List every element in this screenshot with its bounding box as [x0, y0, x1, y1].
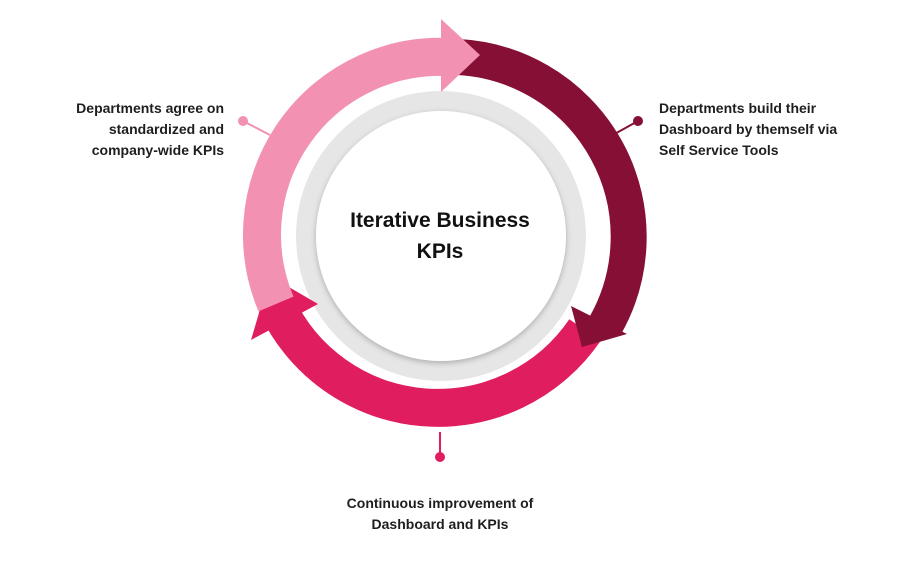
connector-bottom: [435, 432, 445, 462]
connector-right: [610, 116, 643, 137]
center-title: Iterative Business KPIs: [350, 209, 530, 263]
center-disk: [316, 111, 566, 361]
arc-left: [243, 19, 480, 312]
step-label-left: Departments agree on standardized and co…: [76, 100, 224, 158]
arc-right: [456, 39, 647, 347]
step-label-bottom: Continuous improvement of Dashboard and …: [346, 495, 534, 532]
connector-left: [238, 116, 271, 136]
step-label-right: Departments build their Dashboard by the…: [659, 100, 838, 158]
